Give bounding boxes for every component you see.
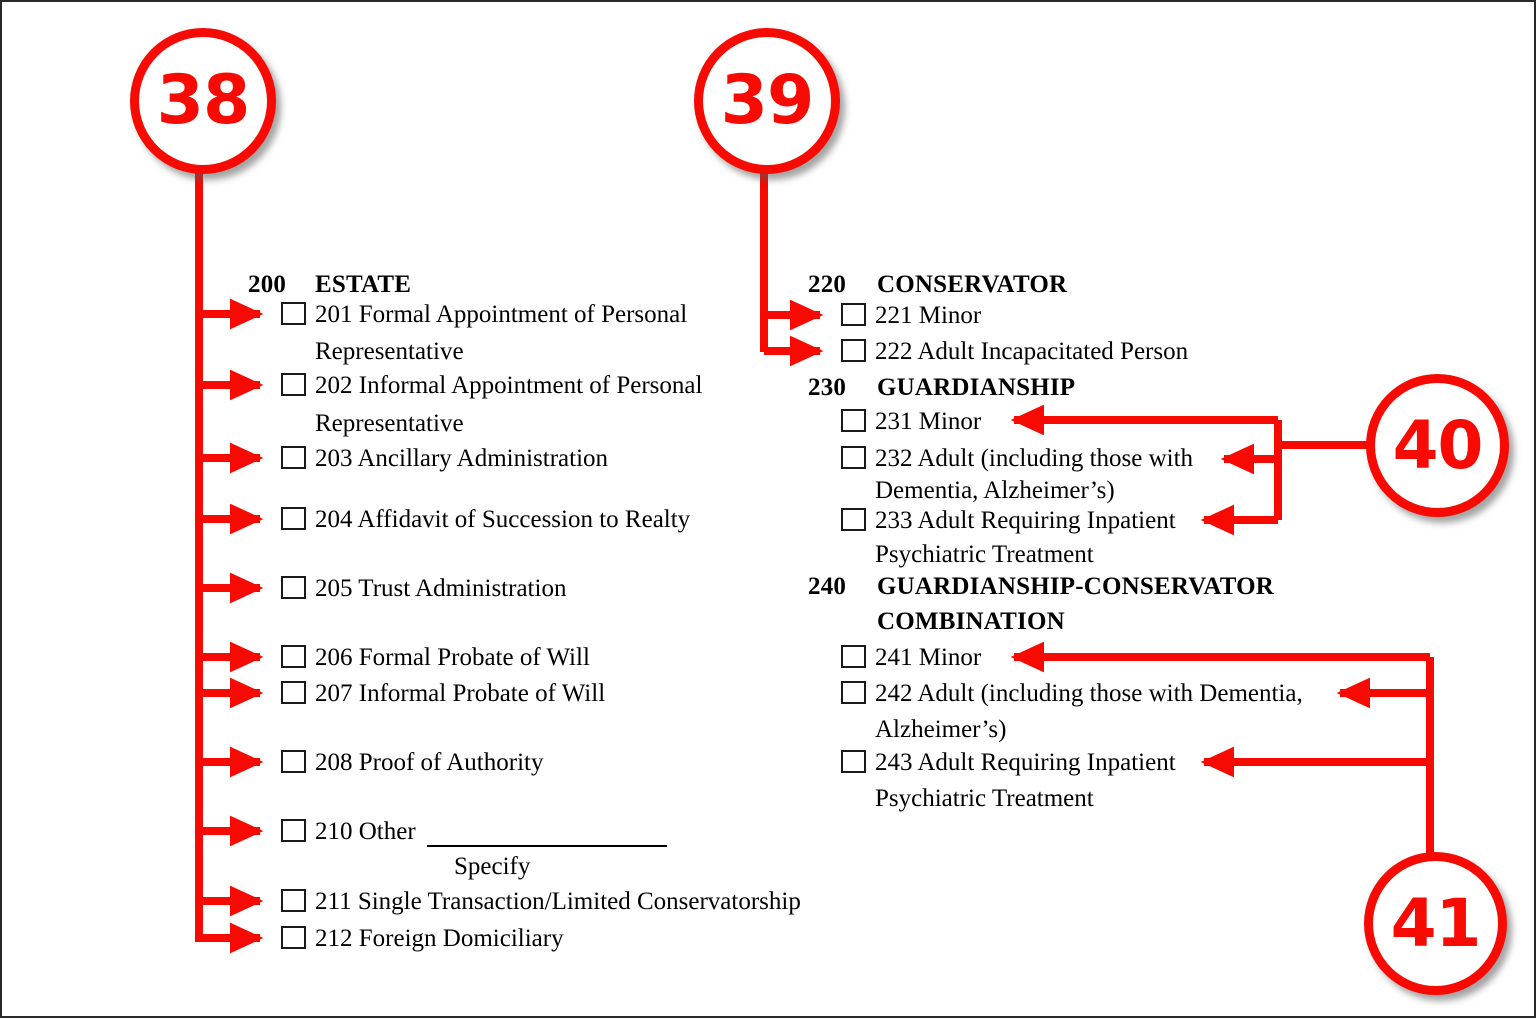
item-label-204: 204 Affidavit of Succession to Realty [315,506,691,533]
item-continuation-243: Psychiatric Treatment [875,785,1094,812]
callout-label-40: 40 [1392,406,1484,484]
checkbox-206[interactable] [281,645,306,668]
checkbox-221[interactable] [841,303,866,326]
item-label-221: 221 Minor [875,302,982,329]
checkbox-203[interactable] [281,446,306,469]
item-label-203: 203 Ancillary Administration [315,445,609,472]
item-continuation-242: Alzheimer’s) [875,716,1007,743]
callout-label-38: 38 [156,61,251,140]
item-label-242: 242 Adult (including those with Dementia… [875,680,1303,707]
item-continuation-201: Representative [315,338,464,365]
item-continuation-202: Representative [315,410,464,437]
checkbox-243[interactable] [841,750,866,773]
item-label-210: 210 Other [315,818,416,845]
checkbox-202[interactable] [281,373,306,396]
group-title-conservator: CONSERVATOR [877,271,1068,298]
item-label-222: 222 Adult Incapacitated Person [875,338,1189,365]
group-number-220: 220 [808,271,847,298]
group-number-230: 230 [808,374,847,401]
callout-label-41: 41 [1390,884,1482,962]
group-title-guardianship: GUARDIANSHIP [877,374,1076,401]
item-label-207: 207 Informal Probate of Will [315,680,606,707]
checkbox-233[interactable] [841,508,866,531]
checkbox-232[interactable] [841,446,866,469]
group-number-240: 240 [808,573,847,600]
item-label-231: 231 Minor [875,408,982,435]
callout-marker-39[interactable]: 39 [694,28,840,174]
checkbox-242[interactable] [841,681,866,704]
checkbox-212[interactable] [281,926,306,949]
callout-marker-38[interactable]: 38 [130,28,276,174]
item-label-208: 208 Proof of Authority [315,749,544,776]
item-label-243: 243 Adult Requiring Inpatient [875,749,1176,776]
callout-marker-41[interactable]: 41 [1364,852,1507,995]
item-label-205: 205 Trust Administration [315,575,567,602]
group-title-guardianship-conservator: GUARDIANSHIP-CONSERVATOR [877,573,1275,600]
item-label-201: 201 Formal Appointment of Personal [315,301,688,328]
item-label-233: 233 Adult Requiring Inpatient [875,507,1176,534]
item-label-212: 212 Foreign Domiciliary [315,925,564,952]
callout-label-39: 39 [720,61,815,140]
group-number-200: 200 [248,271,287,298]
checkbox-231[interactable] [841,409,866,432]
left-column: 200 ESTATE 201 Formal Appointment of Per… [2,2,801,1020]
item-label-232: 232 Adult (including those with [875,445,1194,472]
checkbox-210[interactable] [281,819,306,842]
checkbox-211[interactable] [281,889,306,912]
item-continuation-233: Psychiatric Treatment [875,541,1094,568]
item-label-202: 202 Informal Appointment of Personal [315,372,703,399]
checkbox-222[interactable] [841,339,866,362]
checkbox-201[interactable] [281,302,306,325]
checkbox-208[interactable] [281,750,306,773]
checkbox-204[interactable] [281,507,306,530]
checkbox-205[interactable] [281,576,306,599]
checkbox-241[interactable] [841,645,866,668]
callout-marker-40[interactable]: 40 [1366,374,1509,517]
item-label-211: 211 Single Transaction/Limited Conservat… [315,888,801,915]
specify-caption: Specify [454,853,531,880]
item-continuation-232: Dementia, Alzheimer’s) [875,477,1115,504]
group-title-estate: ESTATE [315,271,412,298]
item-label-241: 241 Minor [875,644,982,671]
checkbox-207[interactable] [281,681,306,704]
item-label-206: 206 Formal Probate of Will [315,644,590,671]
specify-blank-line[interactable] [427,845,667,847]
group-title-guardianship-conservator-continuation: COMBINATION [877,608,1065,635]
